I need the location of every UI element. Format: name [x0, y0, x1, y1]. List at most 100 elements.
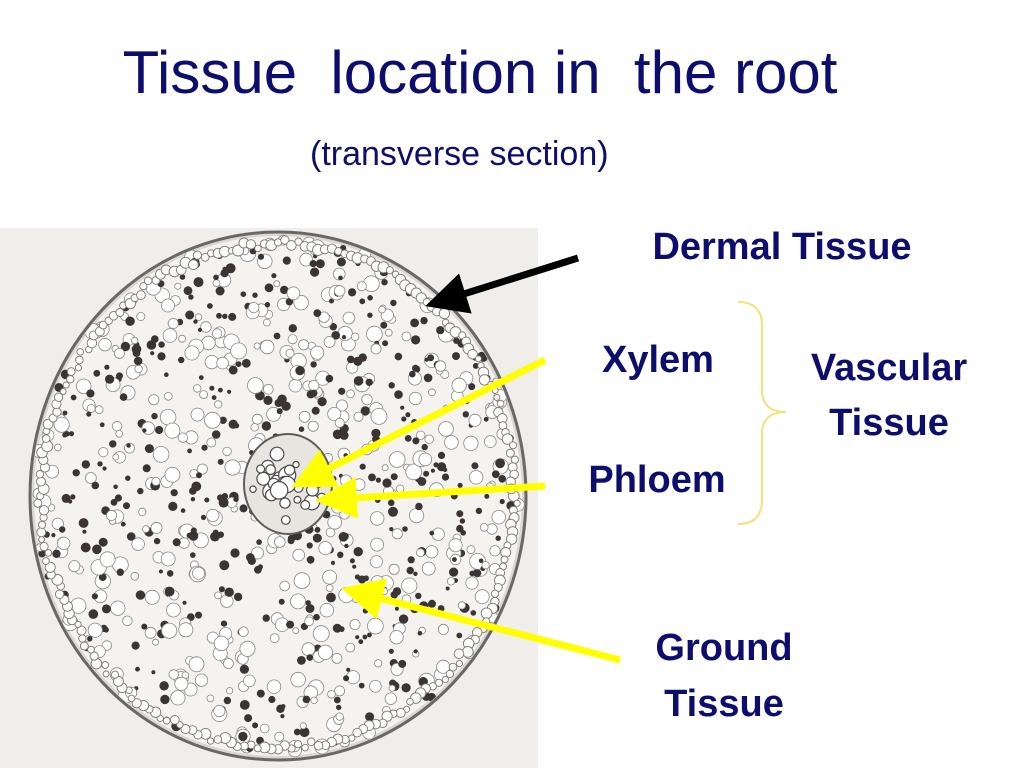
starch-granule — [261, 421, 272, 431]
starch-granule — [135, 590, 146, 600]
starch-granule — [394, 606, 399, 611]
starch-granule — [151, 670, 156, 675]
parenchyma-cell — [307, 420, 319, 432]
parenchyma-cell — [327, 689, 336, 699]
starch-granule — [315, 259, 325, 269]
starch-granule — [123, 502, 130, 510]
starch-granule — [151, 335, 159, 343]
parenchyma-cell — [481, 561, 490, 570]
parenchyma-cell — [251, 413, 263, 425]
epidermis-cell — [206, 737, 215, 745]
parenchyma-cell — [222, 658, 234, 669]
starch-granule — [131, 641, 140, 650]
parenchyma-cell — [429, 482, 444, 497]
epidermis-cell — [38, 536, 46, 544]
starch-granule — [172, 538, 181, 547]
starch-granule — [92, 544, 102, 555]
parenchyma-cell — [161, 622, 178, 639]
parenchyma-cell — [312, 625, 330, 643]
starch-granule — [273, 332, 281, 340]
parenchyma-cell — [111, 420, 123, 432]
starch-granule — [125, 475, 131, 481]
starch-granule — [209, 385, 215, 391]
slide-subtitle: (transverse section) — [310, 135, 609, 173]
starch-granule — [456, 632, 463, 639]
starch-granule — [216, 312, 222, 319]
starch-granule — [333, 696, 341, 704]
epidermis-cell — [490, 589, 500, 598]
starch-granule — [91, 481, 100, 490]
parenchyma-cell — [110, 600, 126, 616]
epidermis-cell — [110, 670, 120, 679]
starch-granule — [412, 437, 420, 445]
epidermis-cell — [76, 348, 84, 356]
parenchyma-cell — [448, 538, 463, 553]
epidermis-cell — [66, 375, 75, 384]
epidermis-cell — [395, 707, 406, 718]
starch-granule — [305, 604, 315, 613]
parenchyma-cell — [204, 411, 221, 429]
starch-granule — [264, 283, 274, 293]
starch-granule — [362, 634, 368, 640]
parenchyma-cell — [293, 572, 311, 589]
parenchyma-cell — [466, 545, 476, 555]
starch-granule — [420, 316, 428, 325]
parenchyma-cell — [178, 334, 187, 343]
epidermis-cell — [438, 307, 451, 320]
starch-granule — [394, 352, 403, 361]
starch-granule — [413, 571, 418, 576]
parenchyma-cell — [159, 408, 177, 426]
epidermis-cell — [176, 721, 184, 729]
epidermis-cell — [66, 367, 76, 376]
parenchyma-cell — [438, 421, 454, 437]
starch-granule — [341, 335, 347, 340]
starch-granule — [277, 394, 287, 404]
parenchyma-cell — [168, 669, 179, 680]
epidermis-cell — [286, 240, 297, 251]
parenchyma-cell — [178, 622, 194, 638]
starch-granule — [276, 704, 285, 713]
epidermis-cell — [192, 250, 202, 260]
parenchyma-cell — [327, 514, 343, 530]
parenchyma-cell — [370, 575, 385, 589]
parenchyma-cell — [287, 334, 298, 345]
starch-granule — [235, 361, 242, 367]
parenchyma-cell — [112, 453, 120, 461]
parenchyma-cell — [114, 348, 125, 359]
parenchyma-cell — [177, 432, 188, 443]
starch-granule — [224, 587, 234, 597]
epidermis-cell — [474, 355, 482, 363]
starch-granule — [99, 422, 105, 428]
starch-granule — [153, 537, 161, 545]
parenchyma-cell — [437, 623, 449, 635]
parenchyma-cell — [243, 674, 256, 688]
parenchyma-cell — [212, 279, 221, 287]
starch-granule — [252, 292, 258, 298]
starch-granule — [158, 569, 163, 574]
parenchyma-cell — [199, 390, 209, 400]
starch-granule — [212, 529, 219, 536]
starch-granule — [217, 531, 224, 538]
epidermis-cell — [491, 386, 499, 394]
epidermis-cell — [496, 399, 505, 408]
starch-granule — [419, 601, 429, 611]
parenchyma-cell — [415, 548, 425, 558]
parenchyma-cell — [274, 731, 285, 742]
starch-granule — [470, 610, 477, 616]
parenchyma-cell — [299, 722, 307, 730]
vascular-tissue-label-line2: Tissue — [829, 402, 949, 444]
parenchyma-cell — [136, 312, 146, 322]
starch-granule — [280, 285, 289, 295]
parenchyma-cell — [184, 345, 200, 361]
starch-granule — [190, 552, 196, 558]
starch-granule — [282, 256, 291, 265]
parenchyma-cell — [408, 507, 425, 524]
starch-granule — [70, 494, 76, 500]
parenchyma-cell — [391, 528, 403, 540]
parenchyma-cell — [224, 459, 241, 476]
parenchyma-cell — [401, 594, 412, 605]
parenchyma-cell — [161, 298, 175, 313]
parenchyma-cell — [298, 339, 310, 351]
parenchyma-cell — [451, 377, 467, 393]
epidermis-cell — [294, 237, 303, 246]
